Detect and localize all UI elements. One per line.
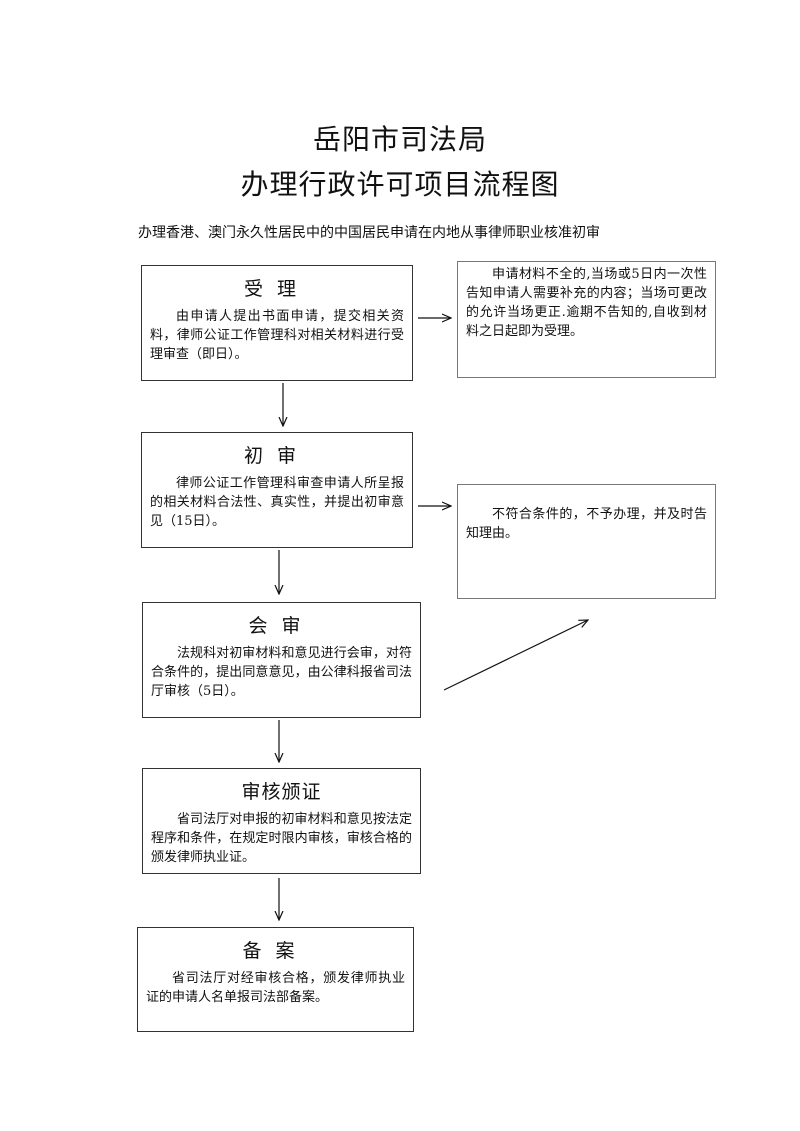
step-title-preliminary-review: 初审	[243, 445, 310, 467]
step-box-approval-issuance: 审核颁证 省司法厅对申报的初审材料和意见按法定程序和条件，在规定时限内审核，审核…	[142, 768, 421, 874]
step-title-accept: 受理	[243, 278, 310, 300]
step-title-joint-review: 会审	[248, 615, 315, 637]
step-text-preliminary-review: 律师公证工作管理科审查申请人所呈报的相关材料合法性、真实性，并提出初审意见（15…	[150, 476, 404, 529]
process-description: 办理香港、澳门永久性居民中的中国居民申请在内地从事律师职业核准初审	[138, 225, 600, 241]
step-box-preliminary-review: 初审 律师公证工作管理科审查申请人所呈报的相关材料合法性、真实性，并提出初审意见…	[141, 432, 413, 548]
step-box-joint-review: 会审 法规科对初审材料和意见进行会审，对符合条件的，提出同意意见，由公律科报省司…	[142, 602, 421, 718]
step-text-accept: 由申请人提出书面申请，提交相关资料，律师公证工作管理科对相关材料进行受理审查（即…	[150, 309, 404, 362]
step-box-accept: 受理 由申请人提出书面申请，提交相关资料，律师公证工作管理科对相关材料进行受理审…	[141, 265, 413, 381]
page-title: 岳阳市司法局	[312, 123, 487, 156]
step-text-approval-issuance: 省司法厅对申报的初审材料和意见按法定程序和条件，在规定时限内审核，审核合格的颁发…	[151, 812, 412, 865]
note-incomplete-materials: 申请材料不全的,当场或5日内一次性告知申请人需要补充的内容；当场可更改的允许当场…	[457, 261, 716, 378]
page-subtitle-main: 办理行政许可项目流程图	[240, 168, 560, 201]
note-not-qualified: 不符合条件的，不予办理，并及时告知理由。	[457, 484, 716, 599]
step-title-approval-issuance: 审核颁证	[241, 781, 322, 803]
step-text-filing: 省司法厅对经审核合格，颁发律师执业证的申请人名单报司法部备案。	[146, 971, 405, 1005]
step-text-joint-review: 法规科对初审材料和意见进行会审，对符合条件的，提出同意意见，由公律科报省司法厅审…	[151, 646, 412, 699]
step-title-filing: 备案	[242, 940, 309, 962]
step-box-filing: 备案 省司法厅对经审核合格，颁发律师执业证的申请人名单报司法部备案。	[137, 927, 414, 1032]
arrow-joint-to-note	[443, 620, 588, 691]
